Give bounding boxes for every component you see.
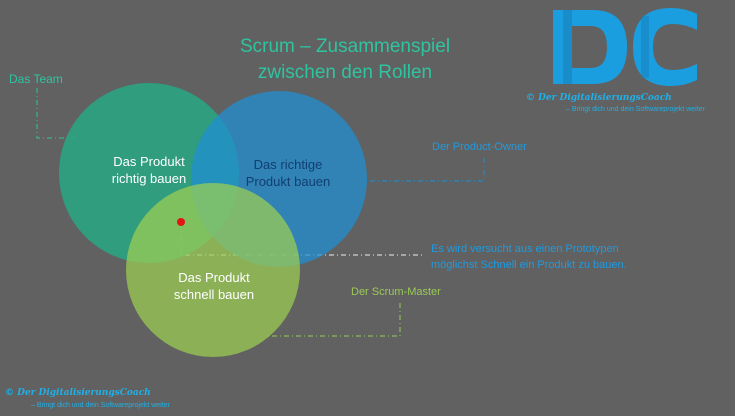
note-line-1: Es wird versucht aus einen Prototypen	[431, 243, 619, 255]
team-circle-text: Das Produkt richtig bauen	[89, 153, 209, 187]
team-circle-line-2: richtig bauen	[111, 171, 187, 186]
team-circle-line-1: Das Produkt	[113, 154, 185, 169]
scrum-master-circle-line-2: schnell bauen	[173, 287, 255, 302]
title-line-1: Scrum – Zusammenspiel	[239, 36, 451, 57]
scrum-master-label: Der Scrum-Master	[351, 286, 441, 298]
scrum-master-circle	[126, 183, 300, 357]
logo-brand-text: © Der DigitalisierungsCoach	[526, 93, 672, 103]
page-title: Scrum – Zusammenspiel zwischen den Rolle…	[160, 34, 530, 86]
intersection-dot	[177, 218, 185, 226]
scrum-master-circle-line-1: Das Produkt	[178, 270, 250, 285]
note-line-2: möglichst Schnell ein Produkt zu bauen.	[431, 259, 627, 271]
team-connector	[36, 88, 78, 139]
team-label: Das Team	[9, 72, 63, 86]
scrum-master-connector	[268, 303, 401, 337]
product-owner-circle-line-2: Produkt bauen	[245, 174, 331, 189]
dc-logo	[545, 4, 705, 94]
product-owner-circle-text: Das richtige Produkt bauen	[228, 156, 348, 190]
title-line-2: zwischen den Rollen	[257, 62, 433, 83]
product-owner-connector	[366, 158, 485, 182]
logo-tagline: – Bringt dich und dein Softwareprojekt w…	[566, 106, 705, 113]
footer-brand-text: © Der DigitalisierungsCoach	[5, 388, 151, 398]
dc-logo-mark	[553, 8, 697, 86]
scrum-master-circle-text: Das Produkt schnell bauen	[154, 269, 274, 303]
footer-tagline: – Bringt dich und dein Softwareprojekt w…	[31, 402, 170, 409]
prototype-note: Es wird versucht aus einen Prototypen mö…	[431, 241, 661, 273]
product-owner-label: Der Product-Owner	[432, 141, 527, 153]
product-owner-circle-line-1: Das richtige	[253, 157, 323, 172]
